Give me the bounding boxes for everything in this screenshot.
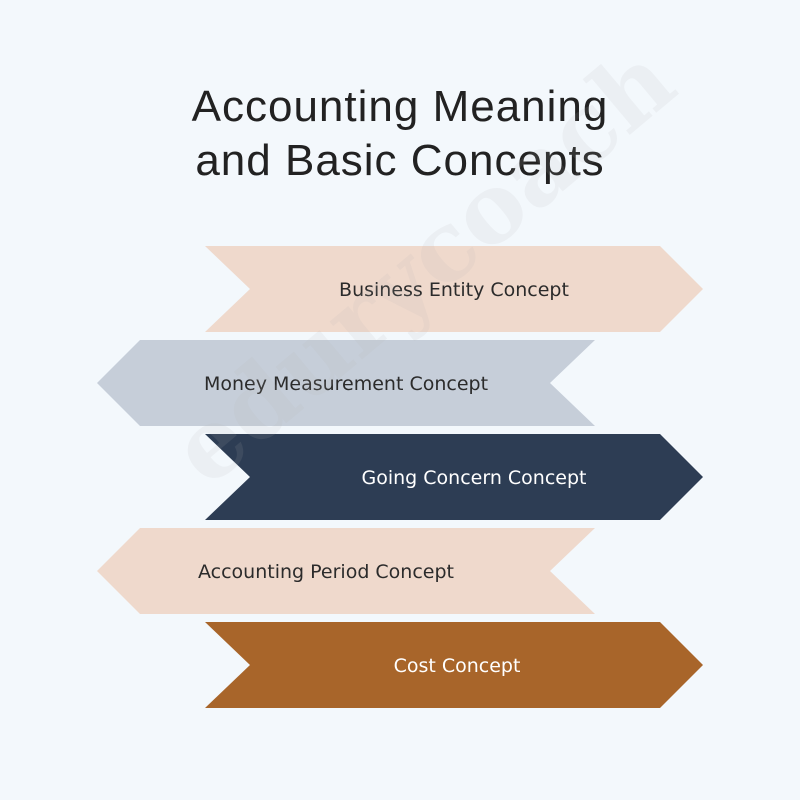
concept-arrow: Cost Concept [205, 622, 703, 708]
concept-arrow: Money Measurement Concept [97, 340, 595, 426]
concept-arrow: Going Concern Concept [205, 434, 703, 520]
concept-label: Money Measurement Concept [204, 373, 488, 395]
concept-arrow: Business Entity Concept [205, 246, 703, 332]
arrow-shape [97, 340, 595, 426]
concept-label: Business Entity Concept [339, 279, 569, 301]
concept-label: Cost Concept [394, 655, 521, 677]
concept-arrow: Accounting Period Concept [97, 528, 595, 614]
page-title: Accounting Meaning and Basic Concepts [0, 80, 800, 188]
title-line-2: and Basic Concepts [195, 136, 605, 185]
concept-label: Going Concern Concept [362, 467, 587, 489]
arrow-shape [205, 622, 703, 708]
arrow-shape [205, 246, 703, 332]
arrow-shape [97, 528, 595, 614]
concept-label: Accounting Period Concept [198, 561, 454, 583]
arrow-shape [205, 434, 703, 520]
title-line-1: Accounting Meaning [191, 82, 609, 131]
